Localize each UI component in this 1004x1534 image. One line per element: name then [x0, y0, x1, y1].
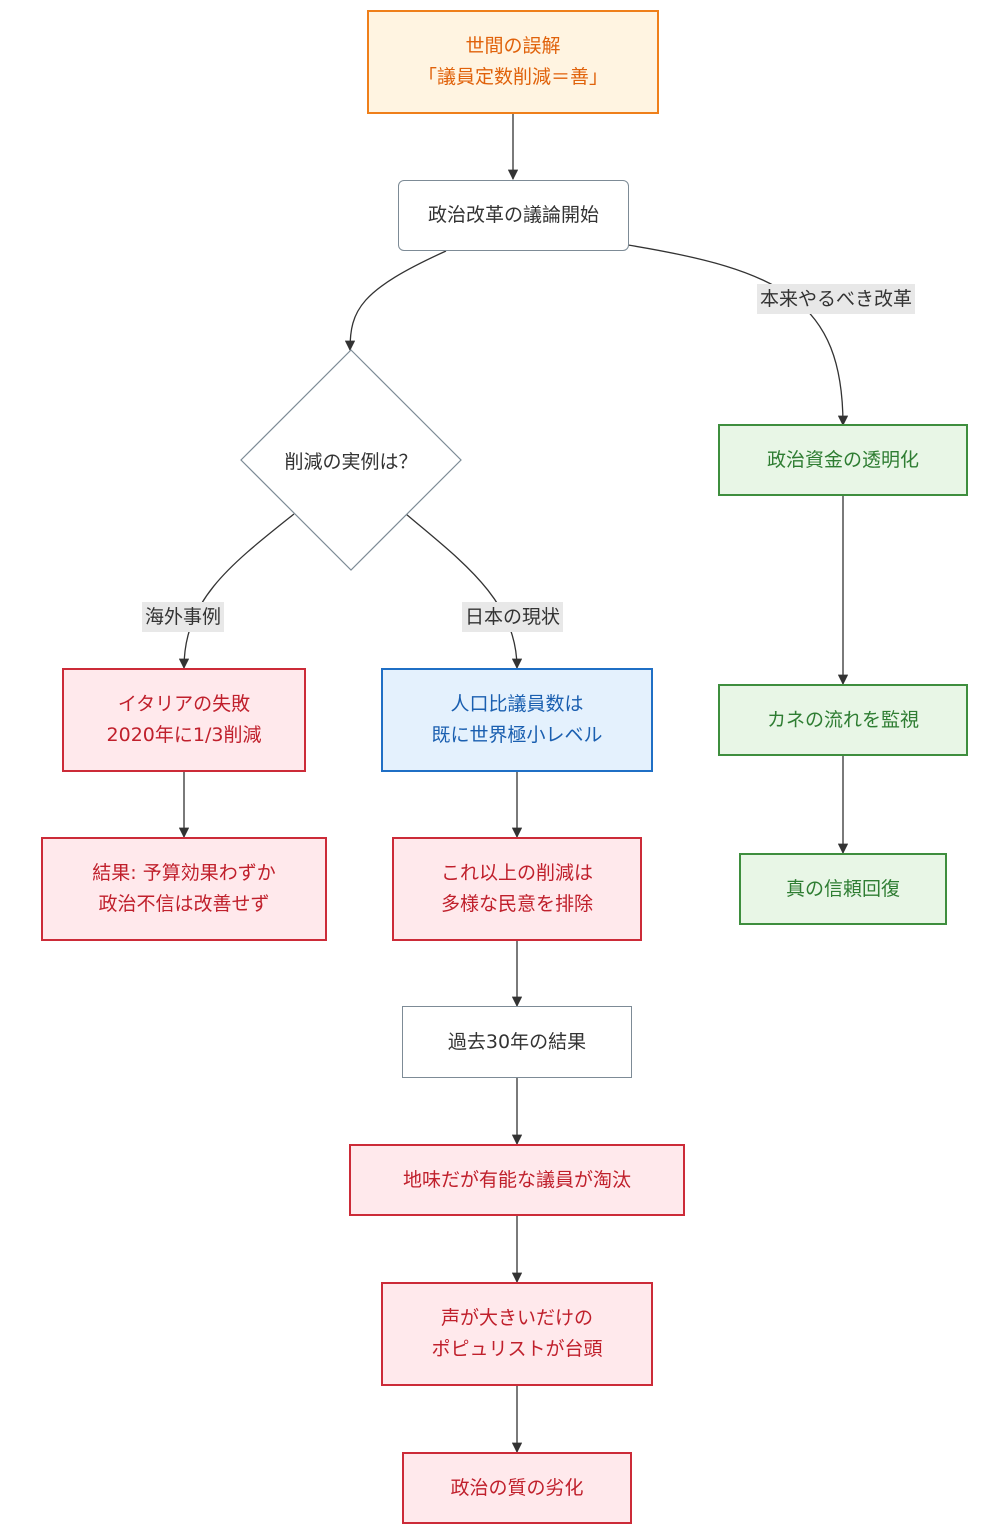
node-italy: イタリアの失敗 2020年に1/3削減: [62, 668, 306, 772]
node-italy-result-line1: 結果: 予算効果わずか: [92, 862, 276, 884]
node-misconception-line1: 世間の誤解: [465, 35, 561, 57]
node-debate-text: 政治改革の議論開始: [427, 204, 599, 226]
node-japan-line2: 既に世界極小レベル: [431, 724, 603, 746]
edge-debate-transparency: [627, 244, 849, 427]
node-monitor: カネの流れを監視: [718, 684, 968, 756]
node-monitor-text: カネの流れを監視: [766, 708, 919, 731]
node-italy-result: 結果: 予算効果わずか 政治不信は改善せず: [41, 837, 327, 941]
node-exclude-line2: 多様な民意を排除: [440, 893, 593, 915]
node-eliminated-text: 地味だが有能な議員が淘汰: [402, 1168, 631, 1191]
node-italy-result-line2: 政治不信は改善せず: [98, 893, 270, 915]
node-populist: 声が大きいだけの ポピュリストが台頭: [381, 1282, 653, 1386]
node-eliminated: 地味だが有能な議員が淘汰: [349, 1144, 685, 1216]
edge-label-japan-status: 日本の現状: [462, 602, 564, 632]
node-past30: 過去30年の結果: [402, 1006, 632, 1078]
edge-label-true-reform: 本来やるべき改革: [757, 284, 916, 314]
node-japan: 人口比議員数は 既に世界極小レベル: [381, 668, 653, 772]
node-exclude: これ以上の削減は 多様な民意を排除: [392, 837, 642, 941]
node-question-text: 削減の実例は？: [284, 450, 418, 473]
edge-label-overseas: 海外事例: [142, 602, 225, 632]
question-diamond-shape: [240, 349, 462, 571]
node-transparency: 政治資金の透明化: [718, 424, 968, 496]
edge-question-japan: [405, 513, 523, 670]
edge-debate-question: [344, 250, 447, 352]
node-misconception-line2: 「議員定数削減＝善」: [417, 66, 608, 88]
node-past30-text: 過去30年の結果: [447, 1030, 587, 1053]
node-transparency-text: 政治資金の透明化: [766, 448, 919, 471]
node-debate: 政治改革の議論開始: [398, 180, 629, 251]
node-degrade: 政治の質の劣化: [402, 1452, 632, 1524]
node-exclude-line1: これ以上の削減は: [440, 862, 593, 884]
node-populist-line2: ポピュリストが台頭: [431, 1338, 603, 1360]
node-italy-line1: イタリアの失敗: [117, 693, 251, 715]
node-question: 削減の実例は？: [241, 440, 461, 480]
node-degrade-text: 政治の質の劣化: [450, 1476, 584, 1499]
node-trust: 真の信頼回復: [739, 853, 947, 925]
node-italy-line2: 2020年に1/3削減: [106, 724, 262, 746]
node-japan-line1: 人口比議員数は: [450, 693, 584, 715]
node-populist-line1: 声が大きいだけの: [440, 1307, 593, 1329]
node-trust-text: 真の信頼回復: [785, 877, 900, 900]
edge-question-italy: [178, 513, 295, 670]
node-misconception: 世間の誤解 「議員定数削減＝善」: [367, 10, 659, 114]
